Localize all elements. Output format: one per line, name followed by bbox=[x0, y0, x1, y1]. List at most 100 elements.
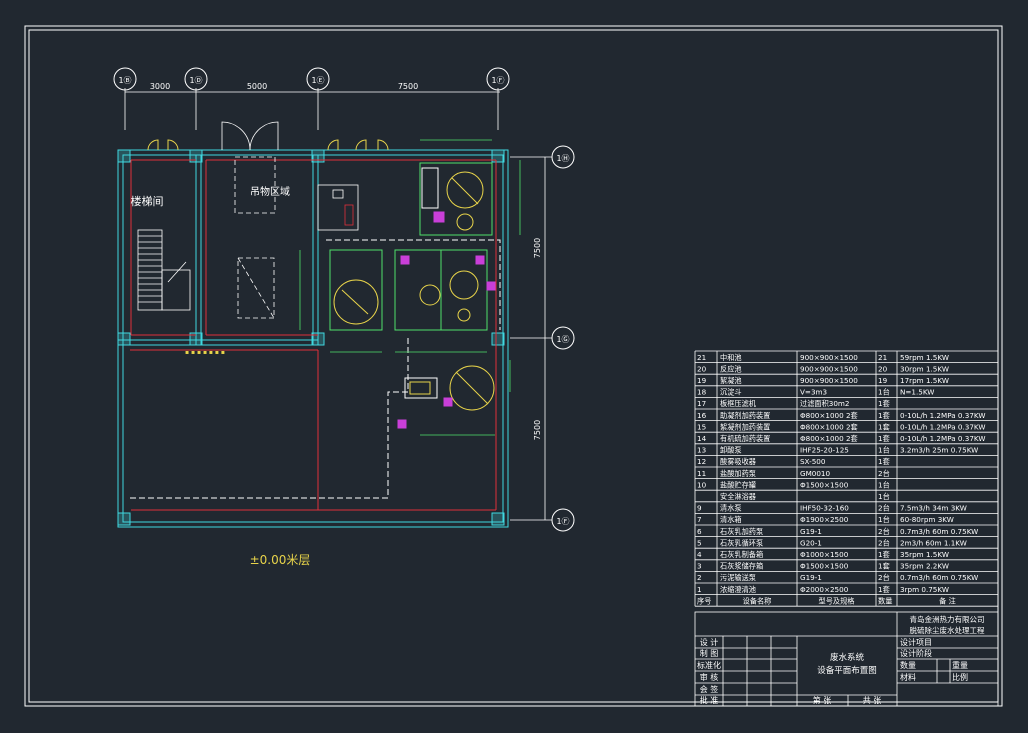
floor-label: ±0.00米层 bbox=[250, 553, 311, 567]
table-cell: 有机硫加药装置 bbox=[720, 434, 770, 443]
table-cell: 助凝剂加药装置 bbox=[720, 411, 770, 420]
svg-text:1Ⓕ: 1Ⓕ bbox=[491, 76, 504, 85]
title-design-project: 设计项目 bbox=[900, 637, 932, 647]
svg-text:1Ⓖ: 1Ⓖ bbox=[556, 335, 569, 344]
table-cell: Φ2000×2500 bbox=[800, 585, 849, 594]
dim-lines-middle bbox=[299, 139, 521, 436]
table-cell: Φ800×1000 2套 bbox=[800, 434, 858, 443]
table-cell: 60-80rpm 3KW bbox=[900, 515, 954, 524]
title-project: 脱硫除尘废水处理工程 bbox=[910, 625, 985, 635]
axis-bubble-right-2: 1Ⓖ bbox=[551, 326, 575, 350]
table-cell: G19-1 bbox=[800, 573, 822, 582]
title-material: 材料 bbox=[900, 672, 916, 682]
dim-right-1: 7500 bbox=[533, 238, 542, 258]
table-cell: 12 bbox=[697, 457, 706, 466]
title-line2: 设备平面布置图 bbox=[817, 665, 877, 676]
table-cell: 2 bbox=[697, 573, 702, 582]
outer-frame bbox=[24, 25, 1003, 707]
table-cell: 11 bbox=[697, 469, 706, 478]
table-cell: 17 bbox=[697, 399, 706, 408]
table-cell: 石灰乳循环泵 bbox=[720, 538, 763, 547]
table-cell: 3 bbox=[697, 562, 702, 571]
svg-text:会 签: 会 签 bbox=[700, 684, 719, 694]
table-cell: 16 bbox=[697, 411, 707, 420]
table-cell: SX-500 bbox=[800, 457, 826, 466]
table-cell: 1套 bbox=[878, 434, 890, 443]
table-cell: 2m3/h 60m 1.1KW bbox=[900, 538, 967, 547]
axis-bubble-right-3: 1Ⓕ bbox=[551, 508, 575, 532]
svg-text:批 准: 批 准 bbox=[700, 695, 719, 705]
table-cell: 1套 bbox=[878, 422, 890, 431]
svg-text:制 图: 制 图 bbox=[700, 648, 719, 658]
table-cell: 2台 bbox=[878, 573, 890, 582]
table-cell: 型号及规格 bbox=[819, 596, 856, 605]
table-cell: 0-10L/h 1.2MPa 0.37KW bbox=[900, 422, 985, 431]
table-cell: 21 bbox=[878, 353, 887, 362]
table-cell: 序号 bbox=[697, 596, 711, 605]
axis-bubble-top-3: 1Ⓔ bbox=[306, 67, 330, 91]
table-cell: 1套 bbox=[878, 399, 890, 408]
table-cell: 絮凝池 bbox=[720, 376, 742, 385]
title-qty: 数量 bbox=[900, 660, 916, 670]
equipment-upper-right bbox=[419, 162, 493, 236]
table-cell: 盐酸加药泵 bbox=[720, 469, 756, 478]
title-weight: 重量 bbox=[952, 660, 968, 670]
table-cell: GM0010 bbox=[800, 469, 830, 478]
table-cell: 18 bbox=[697, 388, 707, 397]
table-cell: 中和池 bbox=[720, 353, 742, 362]
dim-top-1: 3000 bbox=[150, 82, 170, 91]
table-cell: 2台 bbox=[878, 469, 890, 478]
table-cell: 絮凝剂加药装置 bbox=[720, 422, 770, 431]
table-cell: 0-10L/h 1.2MPa 0.37KW bbox=[900, 411, 985, 420]
table-cell: 安全淋浴器 bbox=[720, 492, 756, 501]
hoist-area bbox=[234, 156, 276, 319]
title-total: 共 张 bbox=[863, 696, 882, 705]
table-cell: Φ1500×1500 bbox=[800, 562, 849, 571]
table-cell: 19 bbox=[878, 376, 888, 385]
tank-group-middle bbox=[329, 249, 496, 331]
table-cell: 21 bbox=[697, 353, 706, 362]
table-cell: 59rpm 1.5KW bbox=[900, 353, 949, 362]
table-cell: 0.7m3/h 60m 0.75KW bbox=[900, 527, 978, 536]
title-company: 青岛金洲热力有限公司 bbox=[910, 614, 985, 624]
table-cell: G19-1 bbox=[800, 527, 822, 536]
right-dimension bbox=[510, 156, 552, 521]
table-cell: 7 bbox=[697, 515, 702, 524]
title-line1: 废水系统 bbox=[830, 652, 865, 663]
staircase bbox=[137, 229, 191, 311]
table-cell: 3.2m3/h 25m 0.75KW bbox=[900, 446, 978, 455]
table-cell: 7.5m3/h 34m 3KW bbox=[900, 504, 967, 513]
table-cell: V=3m3 bbox=[800, 388, 827, 397]
table-cell: 1套 bbox=[878, 550, 890, 559]
table-cell: 1台 bbox=[878, 515, 890, 524]
title-scale: 比例 bbox=[952, 672, 968, 682]
table-cell: 石灰乳制备箱 bbox=[720, 550, 763, 559]
table-cell: 卸酸泵 bbox=[720, 446, 742, 455]
axis-bubble-top-1: 1Ⓑ bbox=[113, 67, 137, 91]
building-walls bbox=[117, 149, 509, 528]
title-roles: 设 计 制 图 标准化 审 核 会 签 批 准 bbox=[697, 637, 721, 705]
table-cell: 石灰乳加药泵 bbox=[720, 527, 763, 536]
table-cell: 14 bbox=[697, 434, 707, 443]
table-cell: 19 bbox=[697, 376, 707, 385]
table-cell: 13 bbox=[697, 446, 706, 455]
room-label-stair: 楼梯间 bbox=[131, 194, 164, 208]
table-cell: 板框压滤机 bbox=[720, 399, 757, 408]
table-cell: G20-1 bbox=[800, 538, 822, 547]
svg-text:审 核: 审 核 bbox=[700, 672, 719, 682]
title-block bbox=[694, 611, 999, 707]
note-trench: ▪ ▪ ▪ ▪ ▪ ▪ ▪ bbox=[185, 349, 225, 356]
table-cell: 过滤面积30m2 bbox=[800, 399, 849, 408]
table-cell: 反应池 bbox=[720, 364, 742, 373]
door-symbols-yellow bbox=[147, 139, 389, 151]
table-cell: 设备名称 bbox=[743, 596, 772, 605]
axis-bubble-right-1: 1Ⓗ bbox=[551, 145, 575, 169]
svg-text:1Ⓗ: 1Ⓗ bbox=[556, 154, 569, 163]
dashed-pit bbox=[130, 239, 501, 499]
table-cell: 1 bbox=[697, 585, 702, 594]
table-cell: 0.7m3/h 60m 0.75KW bbox=[900, 573, 978, 582]
dim-top-3: 7500 bbox=[398, 82, 418, 91]
table-cell: 35rpm 2.2KW bbox=[900, 562, 949, 571]
dim-top-2: 5000 bbox=[247, 82, 267, 91]
